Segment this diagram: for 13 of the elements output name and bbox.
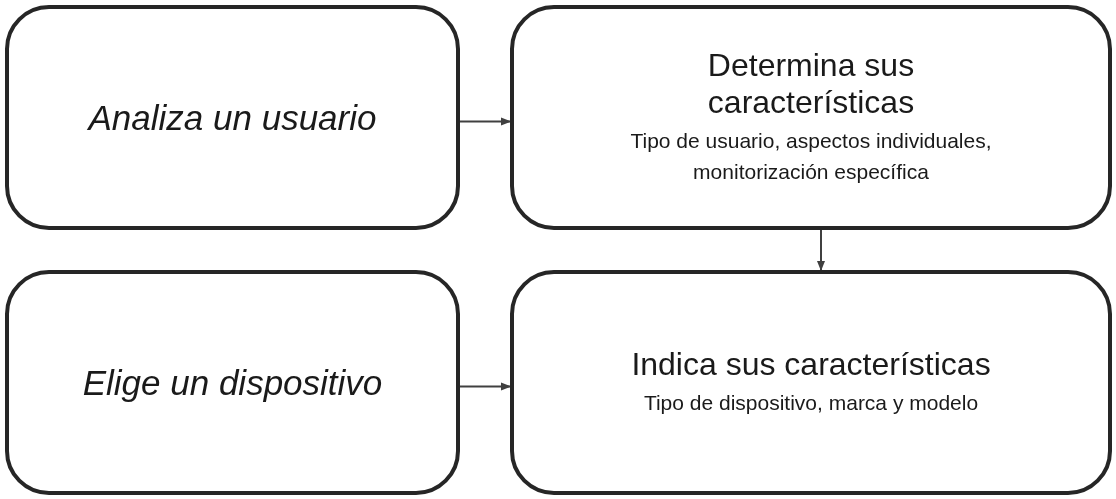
step-label: Elige un dispositivo [82, 361, 383, 404]
step-heading: Indica sus características [631, 346, 991, 384]
step-label: Analiza un usuario [88, 96, 377, 139]
process-box [5, 5, 460, 230]
arrow [459, 382, 511, 391]
step-description: Tipo de usuario, aspectos individuales, monitorización específica [629, 127, 993, 186]
step-heading: Determina sus características [706, 47, 916, 121]
process-box [510, 5, 1112, 230]
process-box [5, 270, 460, 495]
process-box [510, 270, 1112, 495]
step-description: Tipo de dispositivo, marca y modelo [643, 390, 979, 417]
arrow [459, 117, 511, 126]
arrow [817, 229, 825, 271]
